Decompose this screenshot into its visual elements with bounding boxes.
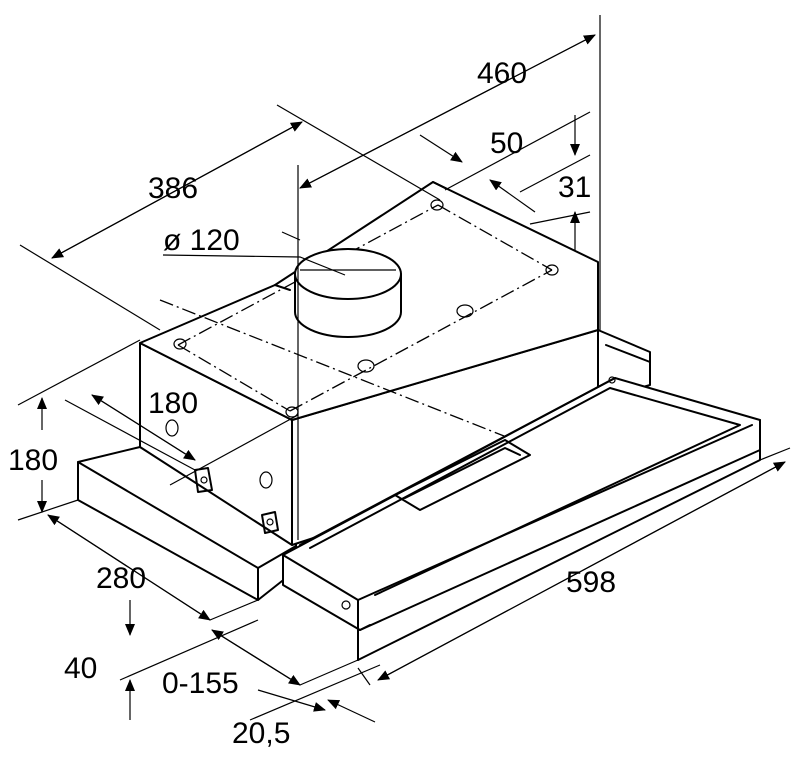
hood-body [77,181,651,601]
telescopic-drawer [282,376,761,661]
dim-duct-diameter-label: ø 120 [163,224,240,257]
dim-inner-180-label: 180 [148,387,198,420]
dim-280-label: 280 [96,562,146,595]
dim-460-label: 460 [477,57,527,90]
dim-386-label: 386 [148,172,198,205]
dim-598-label: 598 [566,566,616,599]
duct-collar [294,248,402,338]
dim-31-label: 31 [558,171,591,204]
dim-20-5-label: 20,5 [232,717,290,750]
dimension-labels: 460 386 50 31 ø 120 180 180 280 598 40 0… [8,57,616,750]
dimension-lines [17,15,791,723]
dim-40-label: 40 [64,652,97,685]
dim-50-label: 50 [490,127,523,160]
dim-0-155-label: 0-155 [162,667,239,700]
dim-height-180-label: 180 [8,444,58,477]
